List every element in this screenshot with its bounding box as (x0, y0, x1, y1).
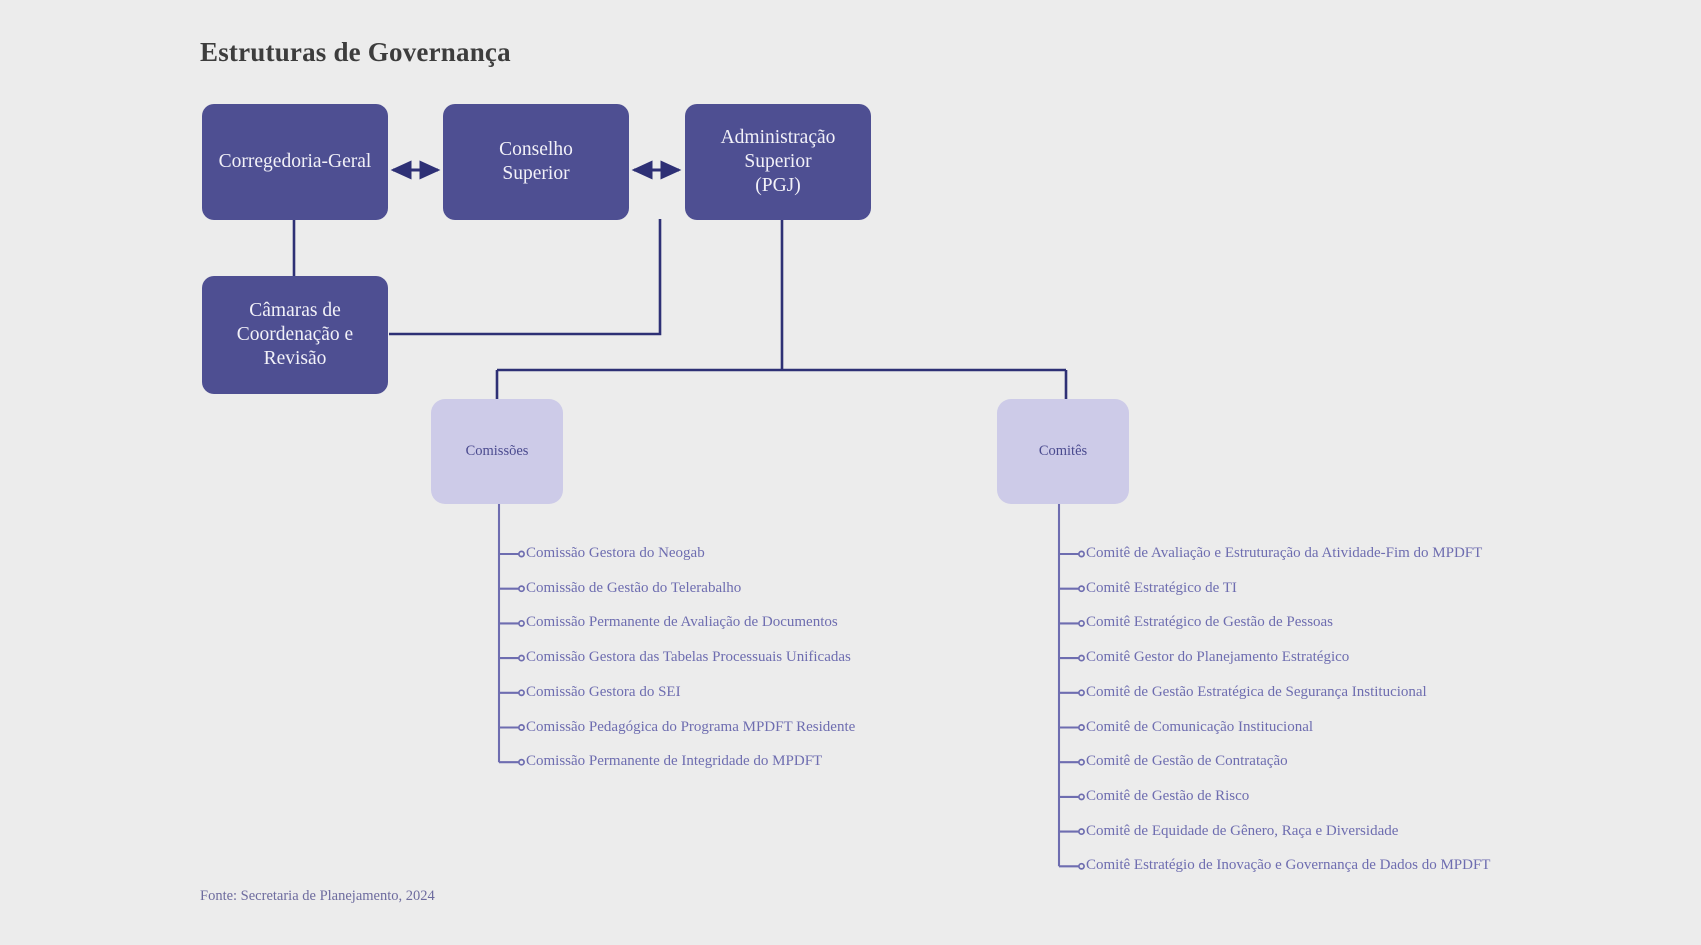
leaf-endpoint-dot (518, 689, 525, 697)
leaf-item-label[interactable]: Comitê Estratégico de Gestão de Pessoas (1086, 614, 1334, 631)
leaf-item-label[interactable]: Comitê Gestor do Planejamento Estratégic… (1086, 649, 1350, 666)
leaf-item-label[interactable]: Comissão de Gestão do Telerabalho (526, 579, 742, 596)
source-note: Fonte: Secretaria de Planejamento, 2024 (200, 888, 435, 904)
leaf-endpoint-dot (1078, 689, 1085, 697)
leaf-item-label[interactable]: Comissão Gestora do Neogab (526, 545, 705, 561)
leaf-endpoint-dot (518, 654, 525, 662)
leaf-endpoint-dot (1078, 585, 1085, 593)
leaf-endpoint-dot (1078, 619, 1085, 627)
leaf-item-label[interactable]: Comitê Estratégio de Inovação e Governan… (1086, 857, 1491, 874)
leaf-endpoint-dot (1078, 793, 1085, 801)
leaf-item-label[interactable]: Comissão Permanente de Integridade do MP… (526, 753, 823, 770)
leaf-item-label[interactable]: Comissão Gestora do SEI (526, 683, 681, 700)
leaf-endpoint-dot (518, 758, 525, 766)
leaf-endpoint-dot (1078, 862, 1085, 870)
node-group-comites[interactable]: Comitês (997, 399, 1129, 504)
node-corregedoria-geral-label: Corregedoria-Geral (218, 151, 372, 173)
leaf-item-label[interactable]: Comitê de Gestão de Risco (1086, 787, 1250, 804)
leaf-item-label[interactable]: Comitê de Equidade de Gênero, Raça e Div… (1086, 822, 1399, 839)
node-group-comites-label: Comitês (1038, 442, 1088, 459)
leaf-endpoint-dot (1078, 758, 1085, 766)
leaf-item-label[interactable]: Comissão Pedagógica do Programa MPDFT Re… (526, 718, 856, 735)
connector-conselho-camaras (389, 219, 662, 336)
leaf-endpoint-dot (518, 585, 525, 593)
leaf-item-label[interactable]: Comitê Estratégico de TI (1086, 579, 1237, 596)
leaf-endpoint-dot (518, 550, 525, 558)
leaf-endpoint-dot (518, 619, 525, 627)
leaf-endpoint-dot (518, 724, 525, 731)
node-corregedoria-geral[interactable]: Corregedoria-Geral (202, 104, 388, 220)
leaf-item-label[interactable]: Comitê de Gestão de Contratação (1086, 753, 1288, 770)
leaf-endpoint-dot (1078, 654, 1085, 662)
leaf-endpoint-dot (1078, 828, 1085, 836)
node-group-comissoes[interactable]: Comissões (431, 399, 563, 504)
leaf-item-label[interactable]: Comissão Permanente de Avaliação de Docu… (526, 614, 838, 631)
leaf-endpoint-dot (1078, 724, 1085, 731)
leaf-item-label[interactable]: Comitê de Comunicação Institucional (1086, 718, 1314, 735)
page-title: Estruturas de Governança (200, 37, 511, 67)
node-group-comissoes-label: Comissões (465, 442, 529, 459)
leaf-endpoint-dot (1078, 550, 1085, 558)
leaf-item-label[interactable]: Comitê de Gestão Estratégica de Seguranç… (1086, 683, 1427, 700)
leaf-item-label[interactable]: Comitê de Avaliação e Estruturação da At… (1086, 545, 1483, 561)
leaf-item-label[interactable]: Comissão Gestora das Tabelas Processuais… (526, 649, 851, 666)
